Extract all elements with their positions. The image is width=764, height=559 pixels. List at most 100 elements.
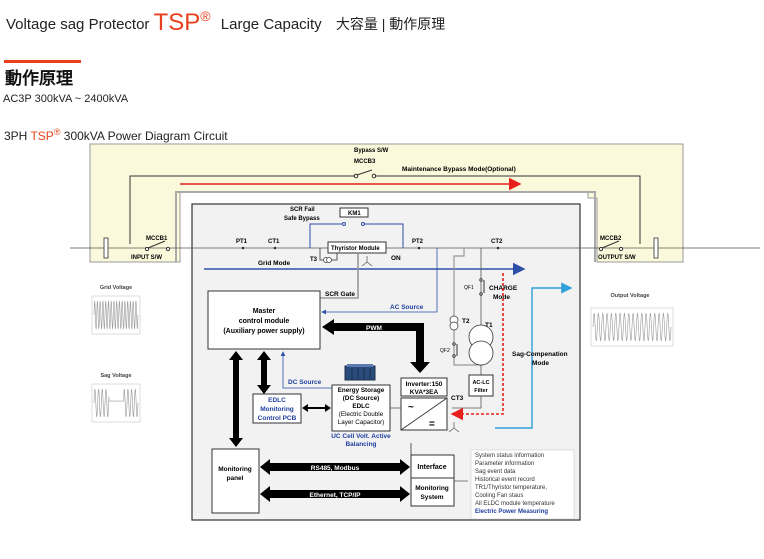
ct1-label: CT1: [268, 239, 280, 245]
uc-balancing-label-1: UC Cell Volt. Active: [331, 433, 391, 440]
output-sw-label: OUTPUT S/W: [598, 255, 636, 261]
header-title-cjk: 大容量 | 動作原理: [335, 16, 446, 32]
mccb2-switch: [598, 240, 624, 252]
pwm-label: PWM: [366, 325, 382, 332]
es-label-5: Layer Capacitor): [338, 419, 385, 426]
safe-bypass-label: Safe Bypass: [284, 216, 320, 222]
es-label-4: (Electric Double: [339, 411, 384, 418]
mccb1-switch: [144, 240, 171, 252]
input-fuse: [103, 237, 109, 259]
rs485-label: RS485, Modbus: [311, 465, 360, 472]
fan-icon: [361, 256, 373, 267]
inverter-dc-symbol: =: [429, 419, 435, 430]
ct3-label: CT3: [451, 395, 464, 402]
master-edlc-arrow: [257, 351, 271, 394]
page-header: Voltage sag Protector TSP® Large Capacit…: [6, 8, 445, 37]
es-label-2: (DC Source): [343, 395, 379, 402]
bypass-panel: [89, 143, 684, 263]
section-accent-bar: [4, 60, 81, 63]
info-list-item: Parameter information: [475, 461, 534, 467]
output-voltage-waveform: [590, 307, 674, 347]
brand-tsp: TSP: [153, 9, 201, 36]
bypass-sw-label: Bypass S/W: [354, 148, 389, 154]
mccb3-switch: [353, 169, 377, 179]
pt1-label: PT1: [236, 239, 248, 245]
output-voltage-title: Output Voltage: [610, 293, 649, 299]
mccb3-label: MCCB3: [354, 159, 376, 165]
t2-label: T2: [462, 318, 470, 325]
charge-mode-label-2: Mode: [493, 294, 510, 301]
mon-panel-label-2: panel: [227, 475, 244, 482]
master-control-module: [207, 290, 321, 350]
info-list-item: System status information: [475, 453, 544, 459]
mccb2-label: MCCB2: [600, 236, 622, 242]
km1-label: KM1: [348, 211, 361, 217]
edlc-mon-label-2: Monitoring: [260, 406, 294, 413]
waveform-trace: [93, 388, 139, 418]
uc-balancing-label-2: Balancing: [345, 441, 376, 448]
grid-voltage-waveform: [91, 295, 141, 335]
es-label-1: Energy Storage: [338, 387, 385, 394]
es-label-3: EDLC: [352, 403, 370, 410]
header-title-prefix: Voltage sag Protector: [6, 16, 154, 33]
ethernet-label: Ethernet, TCP/IP: [310, 492, 362, 499]
info-list-item: Sag event data: [475, 469, 516, 475]
inverter-fan-icon: [448, 422, 460, 433]
inverter-ac-symbol: ~: [408, 402, 414, 413]
info-list-item: Historical event record: [475, 477, 535, 483]
sag-comp-label-1: Sag-Compenation: [512, 351, 568, 358]
scr-fail-label: SCR Fail: [290, 207, 315, 213]
grid-voltage-title: Grid Voltage: [100, 285, 132, 291]
monitoring-info-list: [470, 449, 575, 520]
thyristor-module-box: [327, 241, 387, 254]
scr-gate-label: SCR Gate: [325, 291, 355, 298]
mon-panel-label-1: Monitoring: [218, 466, 252, 473]
sag-compensation-path: [450, 273, 504, 421]
t1-label: T1: [485, 322, 493, 329]
inverter-label-1: Inverter:150: [406, 381, 443, 388]
mon-sys-label-1: Monitoring: [415, 485, 449, 492]
output-arrow: [495, 282, 573, 429]
sag-voltage-title: Sag Voltage: [100, 373, 131, 379]
battery-icon: [344, 364, 376, 381]
edlc-mon-label-1: EDLC: [268, 397, 286, 404]
info-list-item: Electric Power Measuring: [475, 509, 548, 515]
edlc-monitoring-pcb: [252, 393, 302, 424]
inverter-label-2: KVA*3EA: [410, 389, 439, 396]
on-label: ON: [391, 255, 401, 262]
section-heading: 動作原理: [5, 69, 73, 88]
caption-brand: TSP: [30, 129, 54, 143]
qf1-label: QF1: [464, 285, 474, 291]
edlc-link-arrow: [302, 404, 331, 412]
thyristor-module-label: Thyristor Module: [331, 246, 380, 252]
waveform-trace: [592, 312, 672, 342]
ac-source-label: AC Source: [390, 304, 424, 311]
qf2-label: QF2: [440, 348, 450, 354]
info-list-item: Cooling Fan staus: [475, 493, 523, 499]
waveform-trace: [93, 300, 139, 330]
info-list-item: All ELDC module temperature: [475, 501, 555, 507]
header-title-suffix: Large Capacity: [220, 16, 322, 33]
caption-suffix: 300kVA Power Diagram Circuit: [60, 129, 228, 143]
pt2-label: PT2: [412, 239, 424, 245]
mccb1-label: MCCB1: [146, 236, 168, 242]
diagram-caption: 3PH TSP® 300kVA Power Diagram Circuit: [4, 127, 228, 143]
monitoring-system-box: [410, 477, 455, 507]
ct2-label: CT2: [491, 239, 503, 245]
info-list-item: TR1/Thyristor temperature,: [475, 485, 547, 491]
sag-comp-label-2: Mode: [532, 360, 549, 367]
master-label-2: control module: [239, 318, 290, 325]
rs485-arrow: [260, 459, 410, 475]
aclc-label-2: Filter: [474, 388, 488, 394]
km1-box: [339, 207, 369, 218]
monitoring-panel: [211, 448, 260, 514]
t3-label: T3: [310, 257, 318, 263]
master-monitoring-arrow: [229, 351, 243, 447]
master-label-1: Master: [253, 308, 276, 315]
registered-mark: ®: [200, 8, 211, 24]
caption-registered: ®: [53, 127, 61, 137]
maintenance-bypass-label: Maintenance Bypass Mode(Optional): [402, 166, 516, 173]
master-label-3: (Auxiliary power supply): [223, 328, 304, 335]
